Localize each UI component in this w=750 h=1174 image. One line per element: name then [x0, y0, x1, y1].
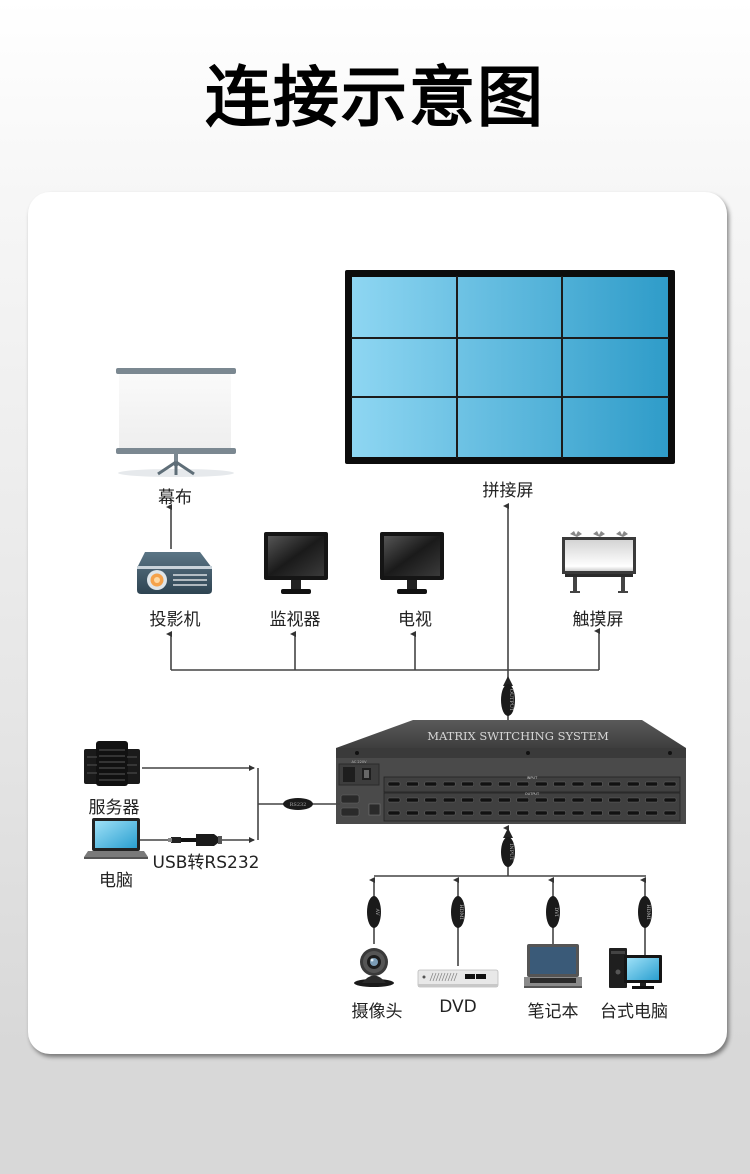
hdmi-port — [461, 810, 474, 816]
output-cable-tag-label: OUTPUT — [508, 689, 514, 712]
dvd-player-icon — [417, 969, 499, 988]
hdmi-port — [627, 797, 640, 803]
hdmi-port — [443, 781, 456, 787]
label-tv: 电视 — [398, 610, 432, 630]
hdmi-port — [535, 810, 548, 816]
usb-serial-cable-icon — [168, 834, 222, 846]
hdmi-port — [479, 797, 493, 803]
hdmi-port — [553, 810, 566, 816]
label-source-2: 笔记本 — [527, 1002, 579, 1022]
hdmi-port — [590, 810, 603, 816]
hdmi-port — [498, 781, 511, 787]
hdmi-port — [498, 797, 511, 803]
label-source-1: DVD — [439, 997, 477, 1017]
laptop-icon — [84, 818, 148, 859]
hdmi-port — [590, 781, 603, 787]
hdmi-port — [535, 797, 548, 803]
billboard-display-icon — [562, 531, 636, 593]
desktop-pc-icon — [609, 948, 662, 989]
output-cable-tag: OUTPUT — [501, 684, 515, 716]
hdmi-port — [645, 797, 658, 803]
hdmi-port — [424, 781, 437, 787]
input-row-label: INPUT — [527, 776, 538, 780]
hdmi-port — [516, 810, 529, 816]
hdmi-port — [608, 810, 621, 816]
label-video-wall: 拼接屏 — [482, 481, 534, 501]
video-wall-grid — [351, 276, 669, 458]
projector-icon — [137, 552, 212, 594]
hdmi-port — [571, 781, 585, 787]
hdmi-port — [535, 781, 548, 787]
hdmi-port — [608, 797, 621, 803]
page-title: 连接示意图 — [205, 59, 545, 136]
hdmi-port — [461, 781, 474, 787]
hdmi-port — [479, 781, 493, 787]
matrix-name: MATRIX SWITCHING SYSTEM — [427, 729, 609, 743]
label-source-0: 摄像头 — [351, 1002, 403, 1022]
rs232-cable-tag-label: RS232 — [290, 802, 307, 808]
server-icon — [84, 741, 140, 786]
source-cable-tag: HDMI — [638, 896, 652, 928]
input-cable-tag: INPUT — [501, 837, 515, 867]
source-cable-tag: DVI — [546, 896, 560, 928]
hdmi-port — [387, 797, 401, 803]
source-cable-tag: AV — [367, 896, 381, 928]
source-cable-tag-label: AV — [374, 908, 380, 916]
projection-screen-icon — [116, 368, 236, 477]
source-cable-tag: HDMI — [451, 896, 465, 928]
hdmi-port — [406, 810, 419, 816]
matrix-switcher: MATRIX SWITCHING SYSTEM AC 220V INPUT OU… — [336, 720, 686, 824]
input-cable-tag-label: INPUT — [508, 843, 514, 861]
hdmi-port — [406, 781, 419, 787]
hdmi-port — [479, 810, 493, 816]
hdmi-port — [627, 781, 640, 787]
label-adapter: USB转RS232 — [152, 853, 260, 873]
hdmi-port — [406, 797, 419, 803]
hdmi-port — [424, 797, 437, 803]
source-cable-tags: AV HDMI DVI HDMI — [367, 896, 652, 928]
hdmi-port — [645, 810, 658, 816]
notebook-icon — [524, 944, 582, 988]
source-cable-tag-label: HDMI — [458, 904, 464, 919]
label-source-3: 台式电脑 — [600, 1002, 668, 1022]
hdmi-port — [461, 797, 474, 803]
rs232-cable-tag: RS232 — [283, 798, 313, 810]
video-wall-icon — [345, 270, 675, 464]
hdmi-port — [443, 797, 456, 803]
hdmi-port — [387, 810, 401, 816]
label-server: 服务器 — [88, 798, 140, 818]
tv-icon — [380, 532, 444, 594]
hdmi-ports — [387, 781, 677, 816]
hdmi-port — [553, 797, 566, 803]
label-projector: 投影机 — [149, 610, 201, 630]
hdmi-port — [645, 781, 658, 787]
hdmi-port — [590, 797, 603, 803]
hdmi-port — [663, 810, 677, 816]
hdmi-port — [663, 781, 677, 787]
label-touchscreen: 触摸屏 — [572, 610, 624, 630]
source-cable-tag-label: HDMI — [645, 904, 651, 919]
hdmi-port — [571, 797, 585, 803]
power-label: AC 220V — [352, 760, 368, 764]
matrix-top — [336, 720, 686, 748]
webcam-icon — [354, 948, 394, 987]
label-computer: 电脑 — [99, 871, 133, 891]
label-screen: 幕布 — [158, 488, 192, 508]
hdmi-port — [608, 781, 621, 787]
hdmi-port — [516, 781, 529, 787]
hdmi-port — [516, 797, 529, 803]
hdmi-port — [663, 797, 677, 803]
source-cable-tag-label: DVI — [553, 907, 559, 917]
hdmi-port — [498, 810, 511, 816]
hdmi-port — [553, 781, 566, 787]
monitor-icon — [264, 532, 328, 594]
hdmi-port — [387, 781, 401, 787]
output-row-label: OUTPUT — [525, 792, 540, 796]
hdmi-port — [443, 810, 456, 816]
hdmi-port — [571, 810, 585, 816]
label-monitor: 监视器 — [269, 610, 321, 630]
hdmi-port — [627, 810, 640, 816]
hdmi-port — [424, 810, 437, 816]
